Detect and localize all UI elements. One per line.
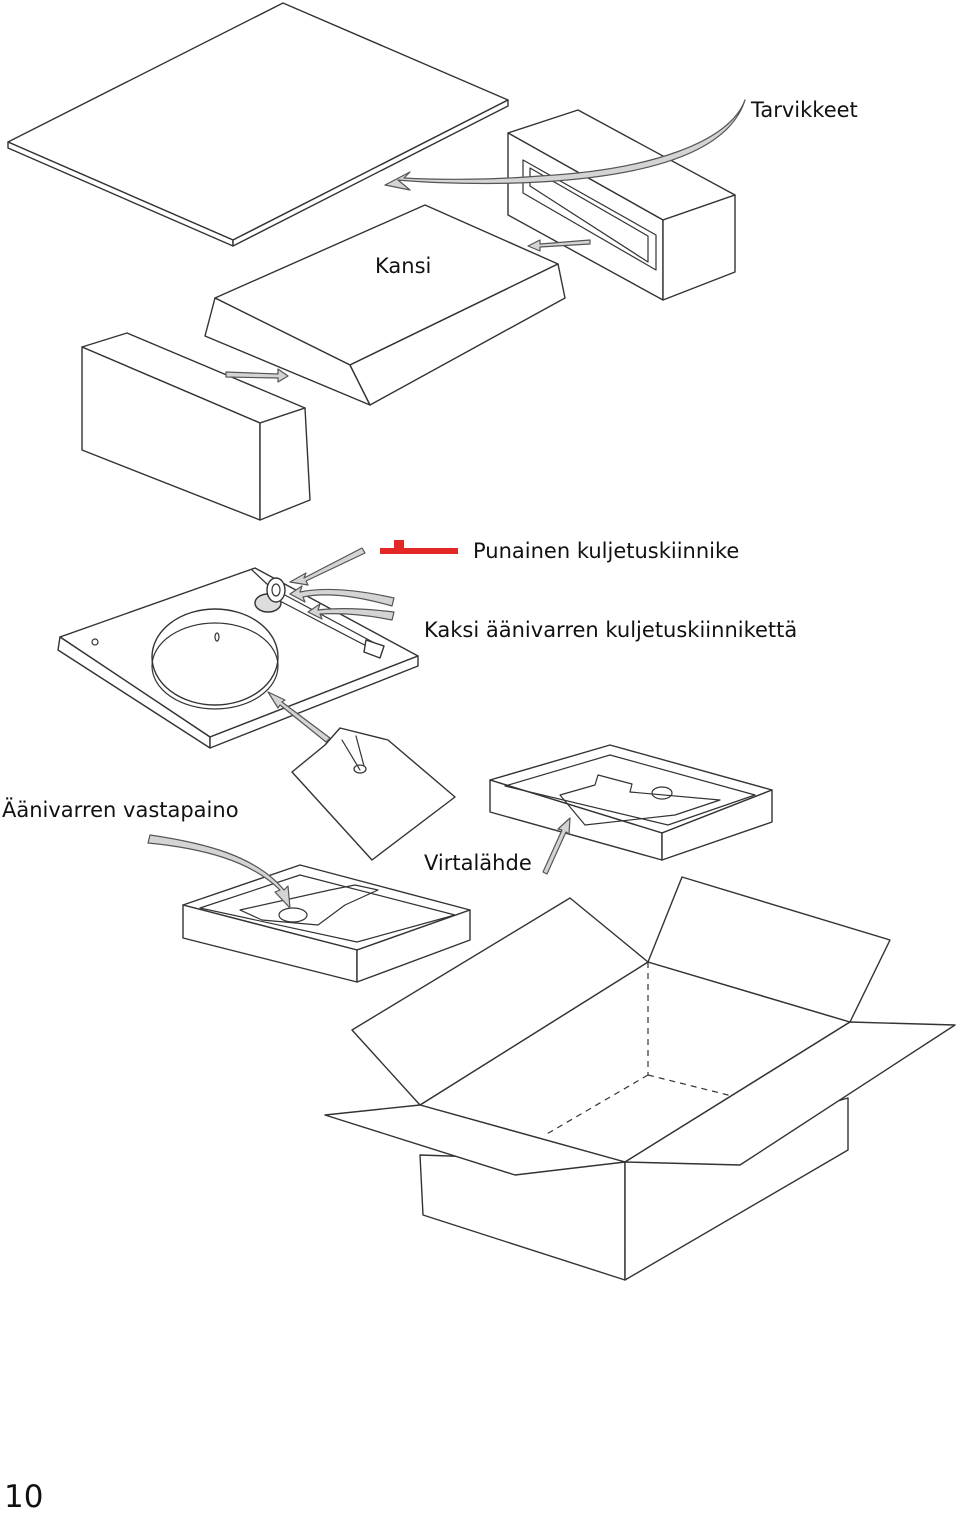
arrow-red-clip-icon (289, 547, 366, 586)
label-tonearm-counterweight: Äänivarren vastapaino (2, 798, 239, 822)
arrow-counterweight-tray-icon (147, 834, 291, 909)
label-accessories: Tarvikkeet (751, 98, 858, 122)
label-red-transport-clip: Punainen kuljetuskiinnike (473, 539, 740, 563)
shipping-box (324, 876, 956, 1281)
arrow-counterweight-foam-icon (267, 691, 331, 743)
counterweight-tray (182, 864, 471, 983)
page-number: 10 (4, 1479, 44, 1515)
power-supply-tray (489, 744, 773, 861)
label-two-tonearm-clips: Kaksi äänivarren kuljetuskiinnikettä (424, 618, 798, 642)
arrows (147, 99, 746, 909)
foam-side-block (81, 332, 311, 521)
lid-panel (7, 2, 509, 247)
arrow-power-supply-icon (542, 817, 571, 875)
counterweight-foam (291, 727, 456, 861)
foam-top-block (204, 204, 566, 406)
label-power-supply: Virtalähde (424, 851, 532, 875)
arrow-accessories-icon (384, 99, 746, 191)
accessory-box (507, 109, 736, 301)
arrow-accessory-box-icon (527, 239, 591, 252)
arrow-tonearm-clip-1-icon (289, 585, 395, 607)
arrow-tonearm-clip-2-icon (307, 603, 395, 621)
label-lid: Kansi (375, 254, 432, 278)
arrow-foam-block-icon (225, 368, 289, 383)
red-clip-icon (380, 540, 458, 554)
